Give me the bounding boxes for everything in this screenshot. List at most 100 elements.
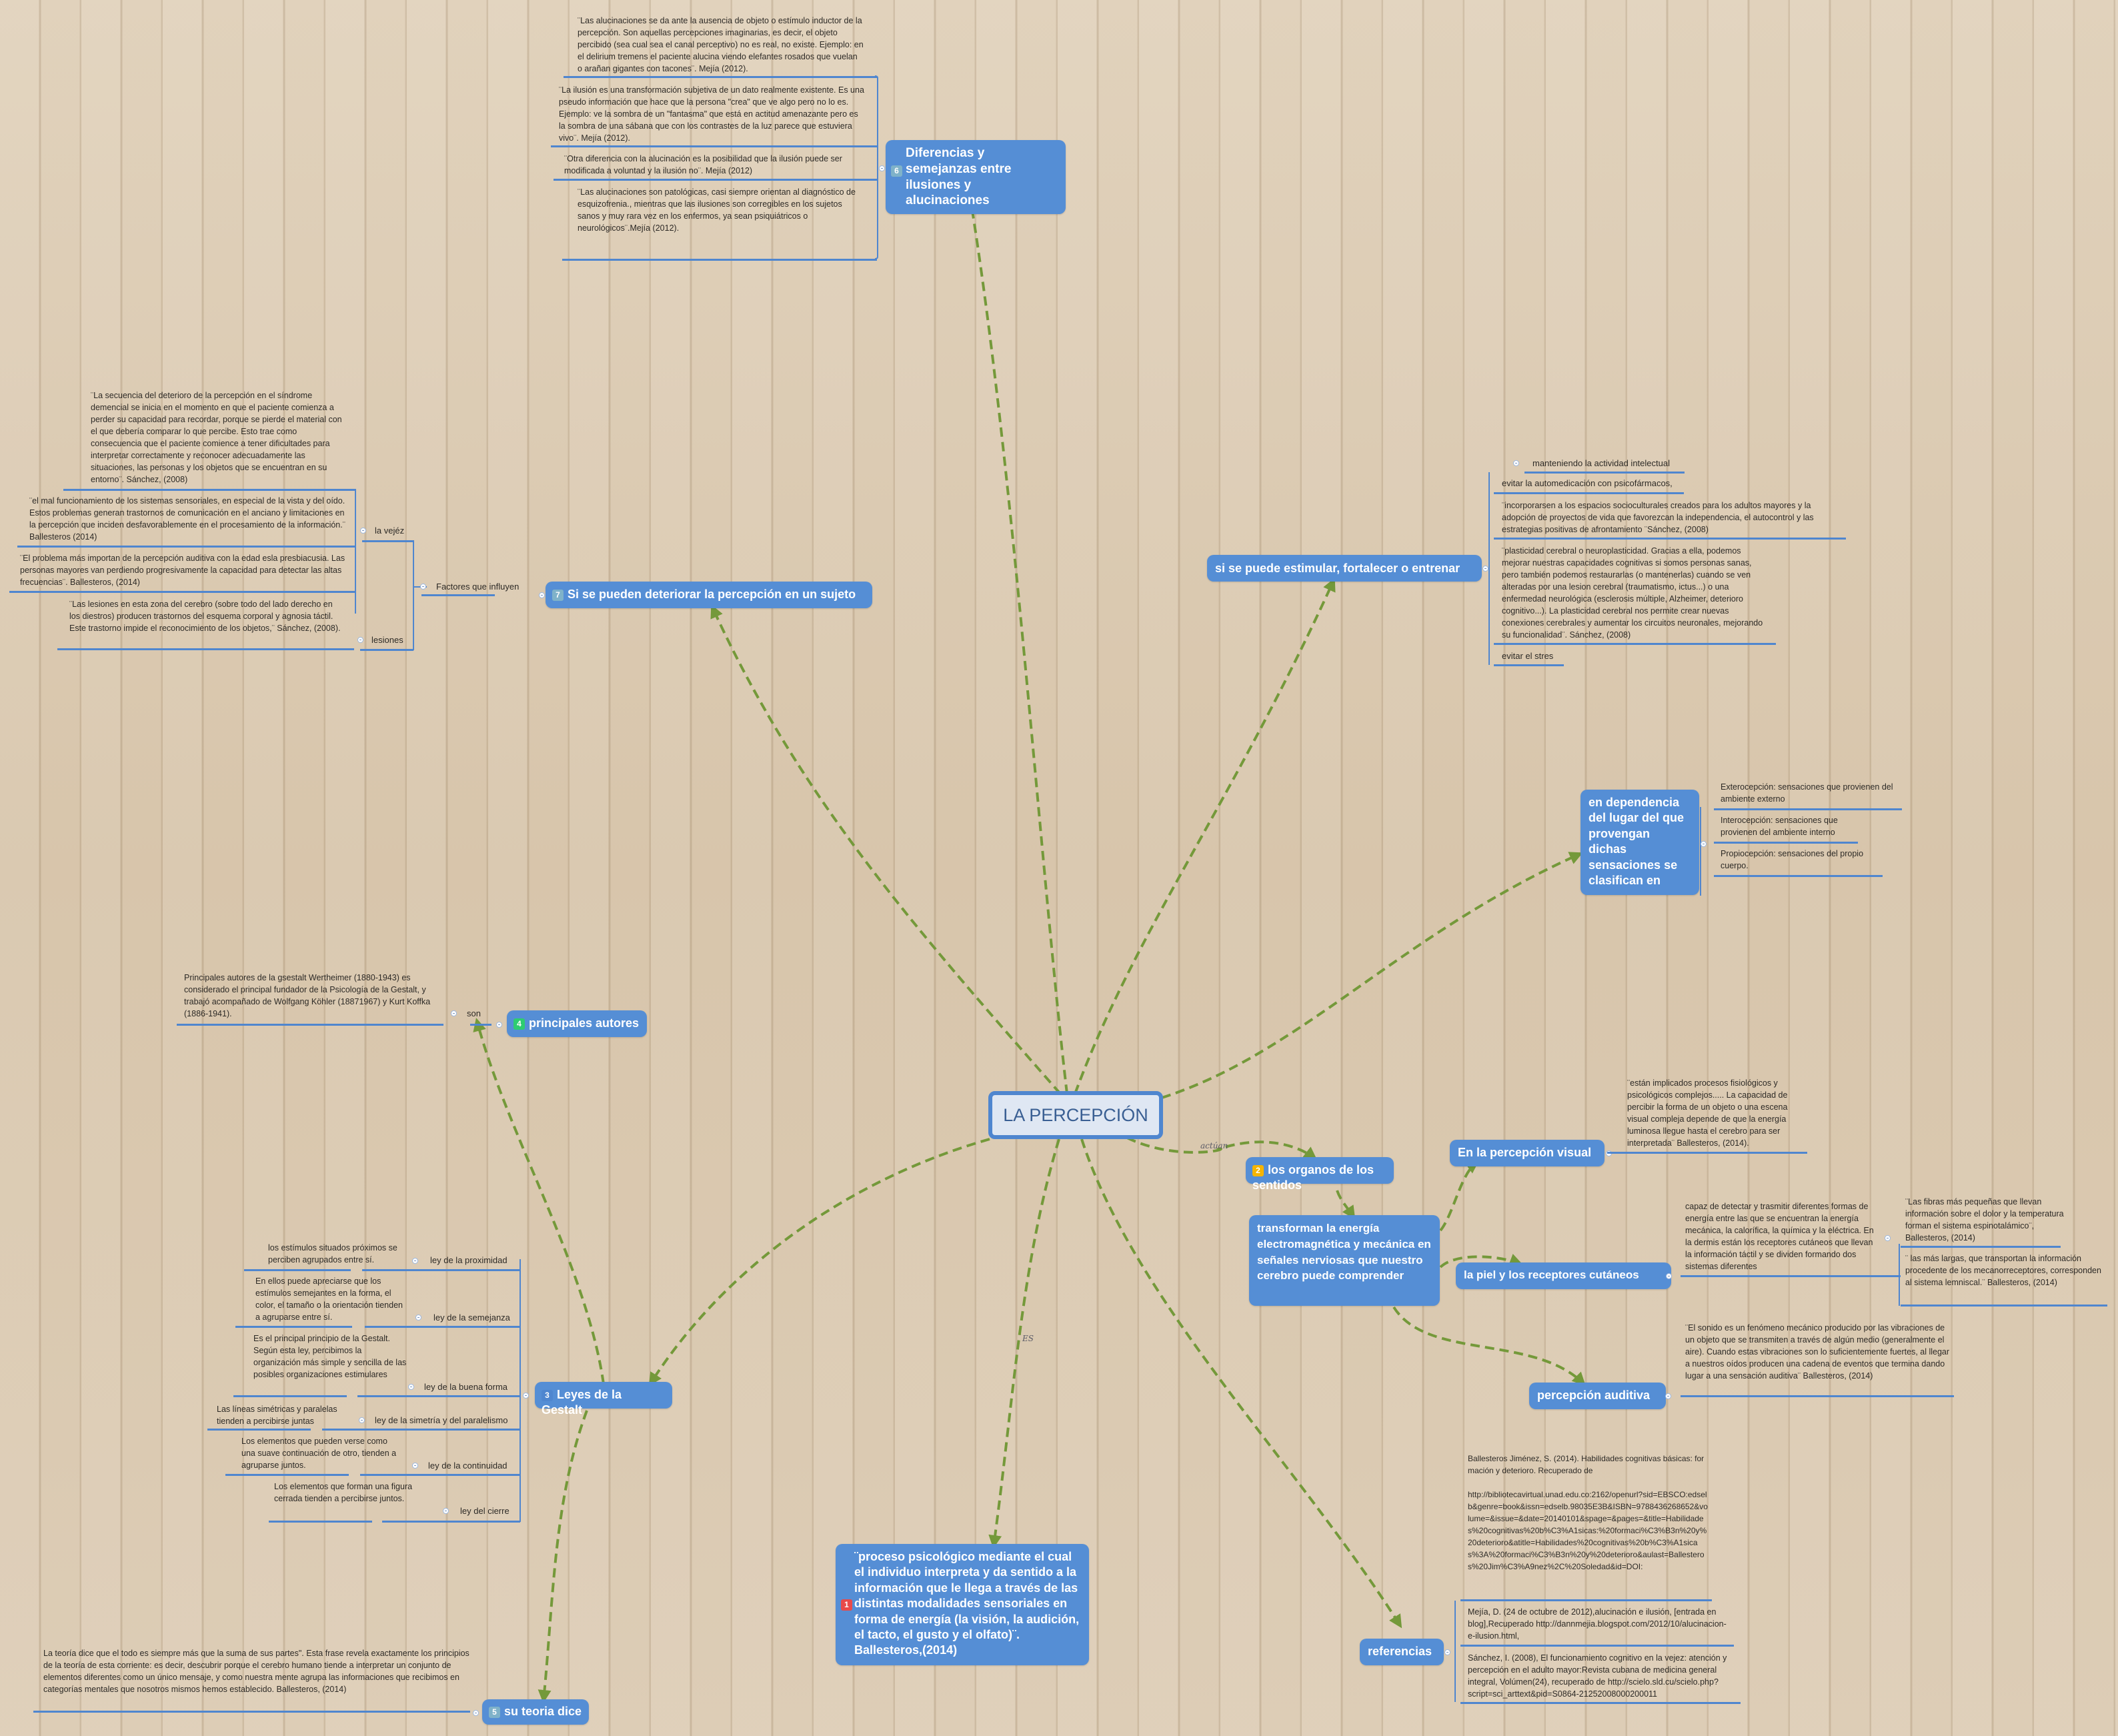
note-underline: [1494, 664, 1564, 666]
branch-factores[interactable]: Factores que influyen: [436, 582, 519, 592]
collapse-toggle[interactable]: [1666, 1273, 1672, 1279]
gestalt-law-continuidad[interactable]: ley de la continuidad: [428, 1461, 507, 1471]
note-underline: [1460, 1599, 1712, 1601]
topic-label: En la percepción visual: [1458, 1146, 1592, 1159]
note-underline: [1460, 1645, 1734, 1647]
note-alucinaciones: ¨Las alucinaciones se da ante la ausenci…: [578, 16, 864, 73]
relation-label-actuan: actúan: [1200, 1141, 1228, 1150]
estimular-item-espacios: ¨incorporarsen a los espacios sociocultu…: [1502, 501, 1814, 534]
topic-label: principales autores: [529, 1016, 640, 1030]
collapse-toggle[interactable]: [359, 1417, 365, 1423]
clasifican-item-exterocepcion: Exterocepción: sensaciones que provienen…: [1721, 782, 1893, 804]
reference-mejia: Mejía, D. (24 de octubre de 2012),alucin…: [1468, 1607, 1727, 1641]
gestalt-law-simetria[interactable]: ley de la simetría y del paralelismo: [375, 1415, 508, 1425]
collapse-toggle[interactable]: [420, 584, 426, 590]
gestalt-desc-continuidad: Los elementos que pueden verse como una …: [241, 1437, 397, 1470]
branch-underline: [362, 1269, 520, 1271]
note-vejez-presbiacusia: ¨El problema más importan de la percepci…: [20, 554, 345, 587]
note-underline: [554, 179, 878, 181]
topic-clasifican[interactable]: en dependencia del lugar del que proveng…: [1580, 790, 1699, 895]
priority-badge: 6: [891, 165, 902, 177]
note-percepcion-auditiva: ¨El sonido es un fenómeno mecánico produ…: [1685, 1323, 1950, 1381]
collapse-toggle[interactable]: [473, 1710, 479, 1716]
gestalt-desc-buena-forma: Es el principal principio de la Gestalt.…: [253, 1334, 407, 1379]
collapse-toggle[interactable]: [360, 528, 366, 534]
central-topic[interactable]: LA PERCEPCIÓN: [988, 1091, 1163, 1139]
note-underline: [551, 145, 878, 147]
topic-label: en dependencia del lugar del que proveng…: [1588, 796, 1685, 887]
collapse-toggle[interactable]: [1701, 841, 1707, 847]
note-underline: [1714, 875, 1883, 877]
relation-label-es: ES: [1022, 1334, 1034, 1343]
note-underline: [9, 591, 355, 593]
topic-definicion[interactable]: 1 ¨proceso psicológico mediante el cual …: [836, 1544, 1089, 1665]
topic-label: los organos de los sentidos: [1252, 1163, 1374, 1192]
collapse-toggle[interactable]: [443, 1508, 449, 1514]
collapse-toggle[interactable]: [1665, 1393, 1671, 1399]
branch-underline: [382, 1521, 520, 1523]
topic-label: si se puede estimular, fortalecer o entr…: [1215, 562, 1460, 575]
topic-piel[interactable]: la piel y los receptores cutáneos: [1456, 1262, 1671, 1289]
branch-underline: [322, 1429, 520, 1431]
collapse-toggle[interactable]: [415, 1315, 421, 1321]
topic-percepcion-auditiva[interactable]: percepción auditiva: [1529, 1383, 1666, 1409]
note-underline: [1681, 1275, 1901, 1277]
collapse-toggle[interactable]: [1885, 1235, 1891, 1241]
gestalt-law-buena-forma[interactable]: ley de la buena forma: [424, 1382, 508, 1392]
note-vejez-secuencia: ¨La secuencia del deterioro de la percep…: [91, 391, 342, 484]
note-underline: [207, 1429, 311, 1431]
topic-estimular[interactable]: si se puede estimular, fortalecer o entr…: [1207, 555, 1482, 582]
reference-ballesteros: Ballesteros Jiménez, S. (2014). Habilida…: [1468, 1454, 1708, 1571]
note-percepcion-visual: ¨están implicados procesos fisiológicos …: [1627, 1078, 1788, 1148]
branch-vejez[interactable]: la vejéz: [375, 526, 405, 536]
topic-transforman[interactable]: transforman la energía electromagnética …: [1249, 1215, 1440, 1306]
estimular-item-plasticidad: ¨plasticidad cerebral o neuroplasticidad…: [1502, 546, 1763, 640]
collapse-toggle[interactable]: [1513, 460, 1519, 466]
branch-lesiones[interactable]: lesiones: [371, 635, 403, 645]
branch-son[interactable]: son: [467, 1008, 481, 1018]
note-underline: [57, 648, 354, 650]
collapse-toggle[interactable]: [879, 165, 885, 171]
gestalt-law-proximidad[interactable]: ley de la proximidad: [430, 1255, 507, 1265]
topic-diferencias[interactable]: 6 Diferencias y semejanzas entre ilusion…: [886, 140, 1066, 214]
collapse-toggle[interactable]: [523, 1393, 529, 1399]
gestalt-law-cierre[interactable]: ley del cierre: [460, 1506, 509, 1516]
collapse-toggle[interactable]: [539, 592, 545, 598]
gestalt-law-semejanza[interactable]: ley de la semejanza: [433, 1313, 510, 1323]
note-lesiones: ¨Las lesiones en esta zona del cerebro (…: [69, 600, 341, 633]
branch-underline: [470, 1024, 491, 1026]
topic-label: transforman la energía electromagnética …: [1257, 1222, 1431, 1282]
collapse-toggle[interactable]: [412, 1258, 418, 1264]
note-underline: [1714, 808, 1902, 810]
note-underline: [562, 259, 877, 261]
note-teoria: La teoría dice que el todo es siempre má…: [43, 1649, 469, 1694]
collapse-toggle[interactable]: [408, 1384, 414, 1390]
gestalt-desc-simetria: Las líneas simétricas y paralelas tiende…: [217, 1405, 337, 1426]
topic-label: Diferencias y semejanzas entre ilusiones…: [906, 146, 1012, 208]
collapse-toggle[interactable]: [412, 1463, 418, 1469]
collapse-toggle[interactable]: [496, 1022, 502, 1028]
note-underline: [33, 1711, 470, 1713]
topic-percepcion-visual[interactable]: En la percepción visual: [1450, 1140, 1605, 1166]
note-underline: [1901, 1305, 2107, 1307]
note-underline: [1460, 1702, 1741, 1704]
note-otra-diferencia: ¨Otra diferencia con la alucinación es l…: [564, 154, 842, 175]
note-underline: [1494, 492, 1684, 494]
collapse-toggle[interactable]: [1444, 1649, 1450, 1655]
collapse-toggle[interactable]: [451, 1010, 457, 1016]
topic-referencias[interactable]: referencias: [1360, 1639, 1444, 1665]
branch-underline: [365, 1326, 520, 1328]
topic-autores[interactable]: 4 principales autores: [507, 1010, 647, 1037]
branch-underline: [360, 649, 413, 651]
note-underline: [1681, 1395, 1954, 1397]
topic-label: Si se pueden deteriorar la percepción en…: [568, 588, 856, 601]
priority-badge: 1: [841, 1599, 852, 1611]
collapse-toggle[interactable]: [1482, 566, 1488, 572]
note-underline: [564, 76, 877, 78]
priority-badge: 4: [513, 1018, 525, 1030]
collapse-toggle[interactable]: [357, 637, 363, 643]
